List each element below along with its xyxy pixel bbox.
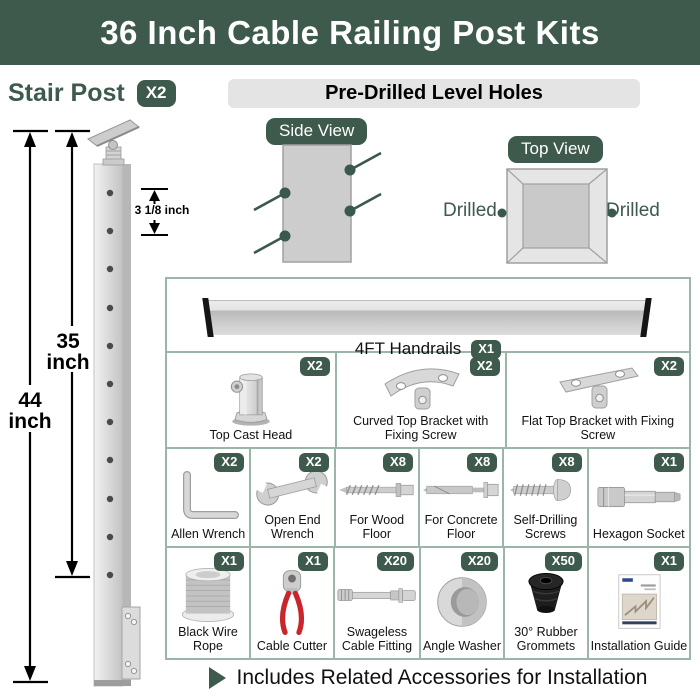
hexagon-socket-icon xyxy=(590,452,688,527)
self-drilling-screw-icon xyxy=(505,452,585,513)
stair-post-diagram xyxy=(13,119,168,687)
table-cell-swageless-cable-fitting: X20 Swageless Cable Fitting xyxy=(335,548,421,658)
wood-screw-icon xyxy=(337,452,417,513)
table-cell-allen-wrench: X2 Allen Wrench xyxy=(167,449,252,546)
drilled-left-label: Drilled xyxy=(443,200,497,221)
table-cell-angle-washer: X20 Angle Washer xyxy=(421,548,505,658)
table-cell-wood-floor-screw: X8 For Wood Floor xyxy=(336,449,420,546)
table-cell-top-cast-head: X2 Top Cast Head xyxy=(167,353,337,447)
top-cast-head-icon xyxy=(168,352,334,428)
post-base-plate xyxy=(121,606,141,680)
table-cell-installation-guide: X1 Installation Guide xyxy=(590,551,688,653)
post-top-cast-head xyxy=(87,119,140,166)
concrete-anchor-icon xyxy=(421,452,501,513)
table-cell-concrete-floor-anchor: X8 For Concrete Floor xyxy=(420,449,505,546)
rubber-grommet-icon xyxy=(506,551,586,625)
handrail-row: 4FT Handrails X1 xyxy=(167,279,689,359)
handrail-label-group: 4FT Handrails X1 xyxy=(167,339,689,359)
allen-wrench-icon xyxy=(168,452,248,527)
dim-44-arrow xyxy=(13,129,48,684)
footer-note-text: Includes Related Accessories for Install… xyxy=(236,666,648,689)
dim-hole-spacing-label: 3 1/8 inch xyxy=(134,203,190,217)
stair-post-heading: Stair Post X2 xyxy=(8,79,176,108)
installation-guide-icon xyxy=(590,551,688,639)
accessories-row: X1 Black Wire Rope xyxy=(167,548,689,658)
post-body xyxy=(93,163,131,687)
stair-post-qty-badge: X2 xyxy=(136,80,176,107)
side-view-diagram xyxy=(253,144,382,263)
table-cell-rubber-grommets: X50 30° Rubber Grommets xyxy=(505,548,589,658)
handrail-bar-icon xyxy=(202,298,652,337)
top-view-diagram xyxy=(497,168,617,264)
dim-44-label: 44 inch xyxy=(8,389,52,433)
pre-drilled-header: Pre-Drilled Level Holes xyxy=(228,79,640,108)
brackets-row: X2 Top Cast Head X2 xyxy=(167,353,689,449)
table-cell-cable-cutter: X1 Cable Cutter xyxy=(251,548,335,658)
table-cell-self-drilling-screws: X8 Self-Drilling Screws xyxy=(504,449,589,546)
handrail-label: 4FT Handrails xyxy=(354,339,462,358)
drilled-right-label: Drilled xyxy=(606,200,660,221)
dim-35-arrow xyxy=(55,129,90,579)
play-triangle-icon xyxy=(208,667,226,689)
dim-35-label: 35 inch xyxy=(46,330,90,374)
footer-note: Includes Related Accessories for Install… xyxy=(165,666,691,690)
table-cell-hexagon-socket: X1 Hexagon Socket xyxy=(589,449,689,546)
angle-washer-icon xyxy=(422,551,502,639)
tools-row: X2 Allen Wrench X2 xyxy=(167,449,689,548)
table-cell-black-wire-rope: X1 Black Wire Rope xyxy=(167,548,251,658)
side-view-badge: Side View xyxy=(266,118,368,145)
table-cell-curved-top-bracket: X2 Curved Top Bracket with Fixing Screw xyxy=(337,353,507,447)
curved-top-bracket-icon xyxy=(338,340,504,414)
open-end-wrench-icon xyxy=(252,449,332,513)
page-title: 36 Inch Cable Railing Post Kits xyxy=(100,13,600,51)
flat-top-bracket-icon xyxy=(508,340,688,414)
table-cell-open-end-wrench: X2 Open End Wrench xyxy=(251,449,336,546)
table-cell-flat-top-bracket: X2 Flat Top Bracket with Fixing Screw xyxy=(507,353,689,447)
pre-drilled-title: Pre-Drilled Level Holes xyxy=(325,82,543,104)
kit-contents-table: 4FT Handrails X1 X2 xyxy=(165,277,691,660)
wire-rope-spool-icon xyxy=(168,551,248,625)
top-view-badge: Top View xyxy=(508,136,603,163)
stair-post-label: Stair Post xyxy=(8,79,125,107)
swageless-fitting-icon xyxy=(336,551,418,625)
cable-cutter-icon xyxy=(252,551,332,639)
handrail-qty-badge: X1 xyxy=(471,339,502,359)
title-banner: 36 Inch Cable Railing Post Kits xyxy=(0,0,700,65)
post-cable-holes xyxy=(106,189,114,579)
